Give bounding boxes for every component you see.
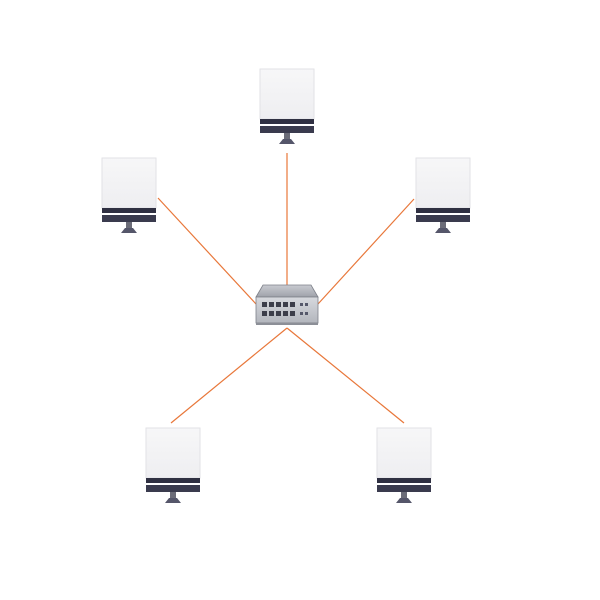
- desktop-computer-icon: [376, 427, 432, 503]
- link-upper-left: [157, 197, 257, 305]
- computer-top: [259, 68, 315, 148]
- link-lower-right: [286, 327, 405, 424]
- computer-upper-left: [101, 157, 157, 237]
- computer-lower-left: [145, 427, 201, 507]
- link-lower-left: [170, 327, 288, 424]
- desktop-computer-icon: [145, 427, 201, 503]
- network-switch-icon: [255, 284, 319, 325]
- computer-upper-right: [415, 157, 471, 237]
- link-upper-right: [317, 198, 415, 305]
- desktop-computer-icon: [415, 157, 471, 233]
- network-switch: [255, 283, 319, 327]
- desktop-computer-icon: [101, 157, 157, 233]
- desktop-computer-icon: [259, 68, 315, 144]
- computer-lower-right: [376, 427, 432, 507]
